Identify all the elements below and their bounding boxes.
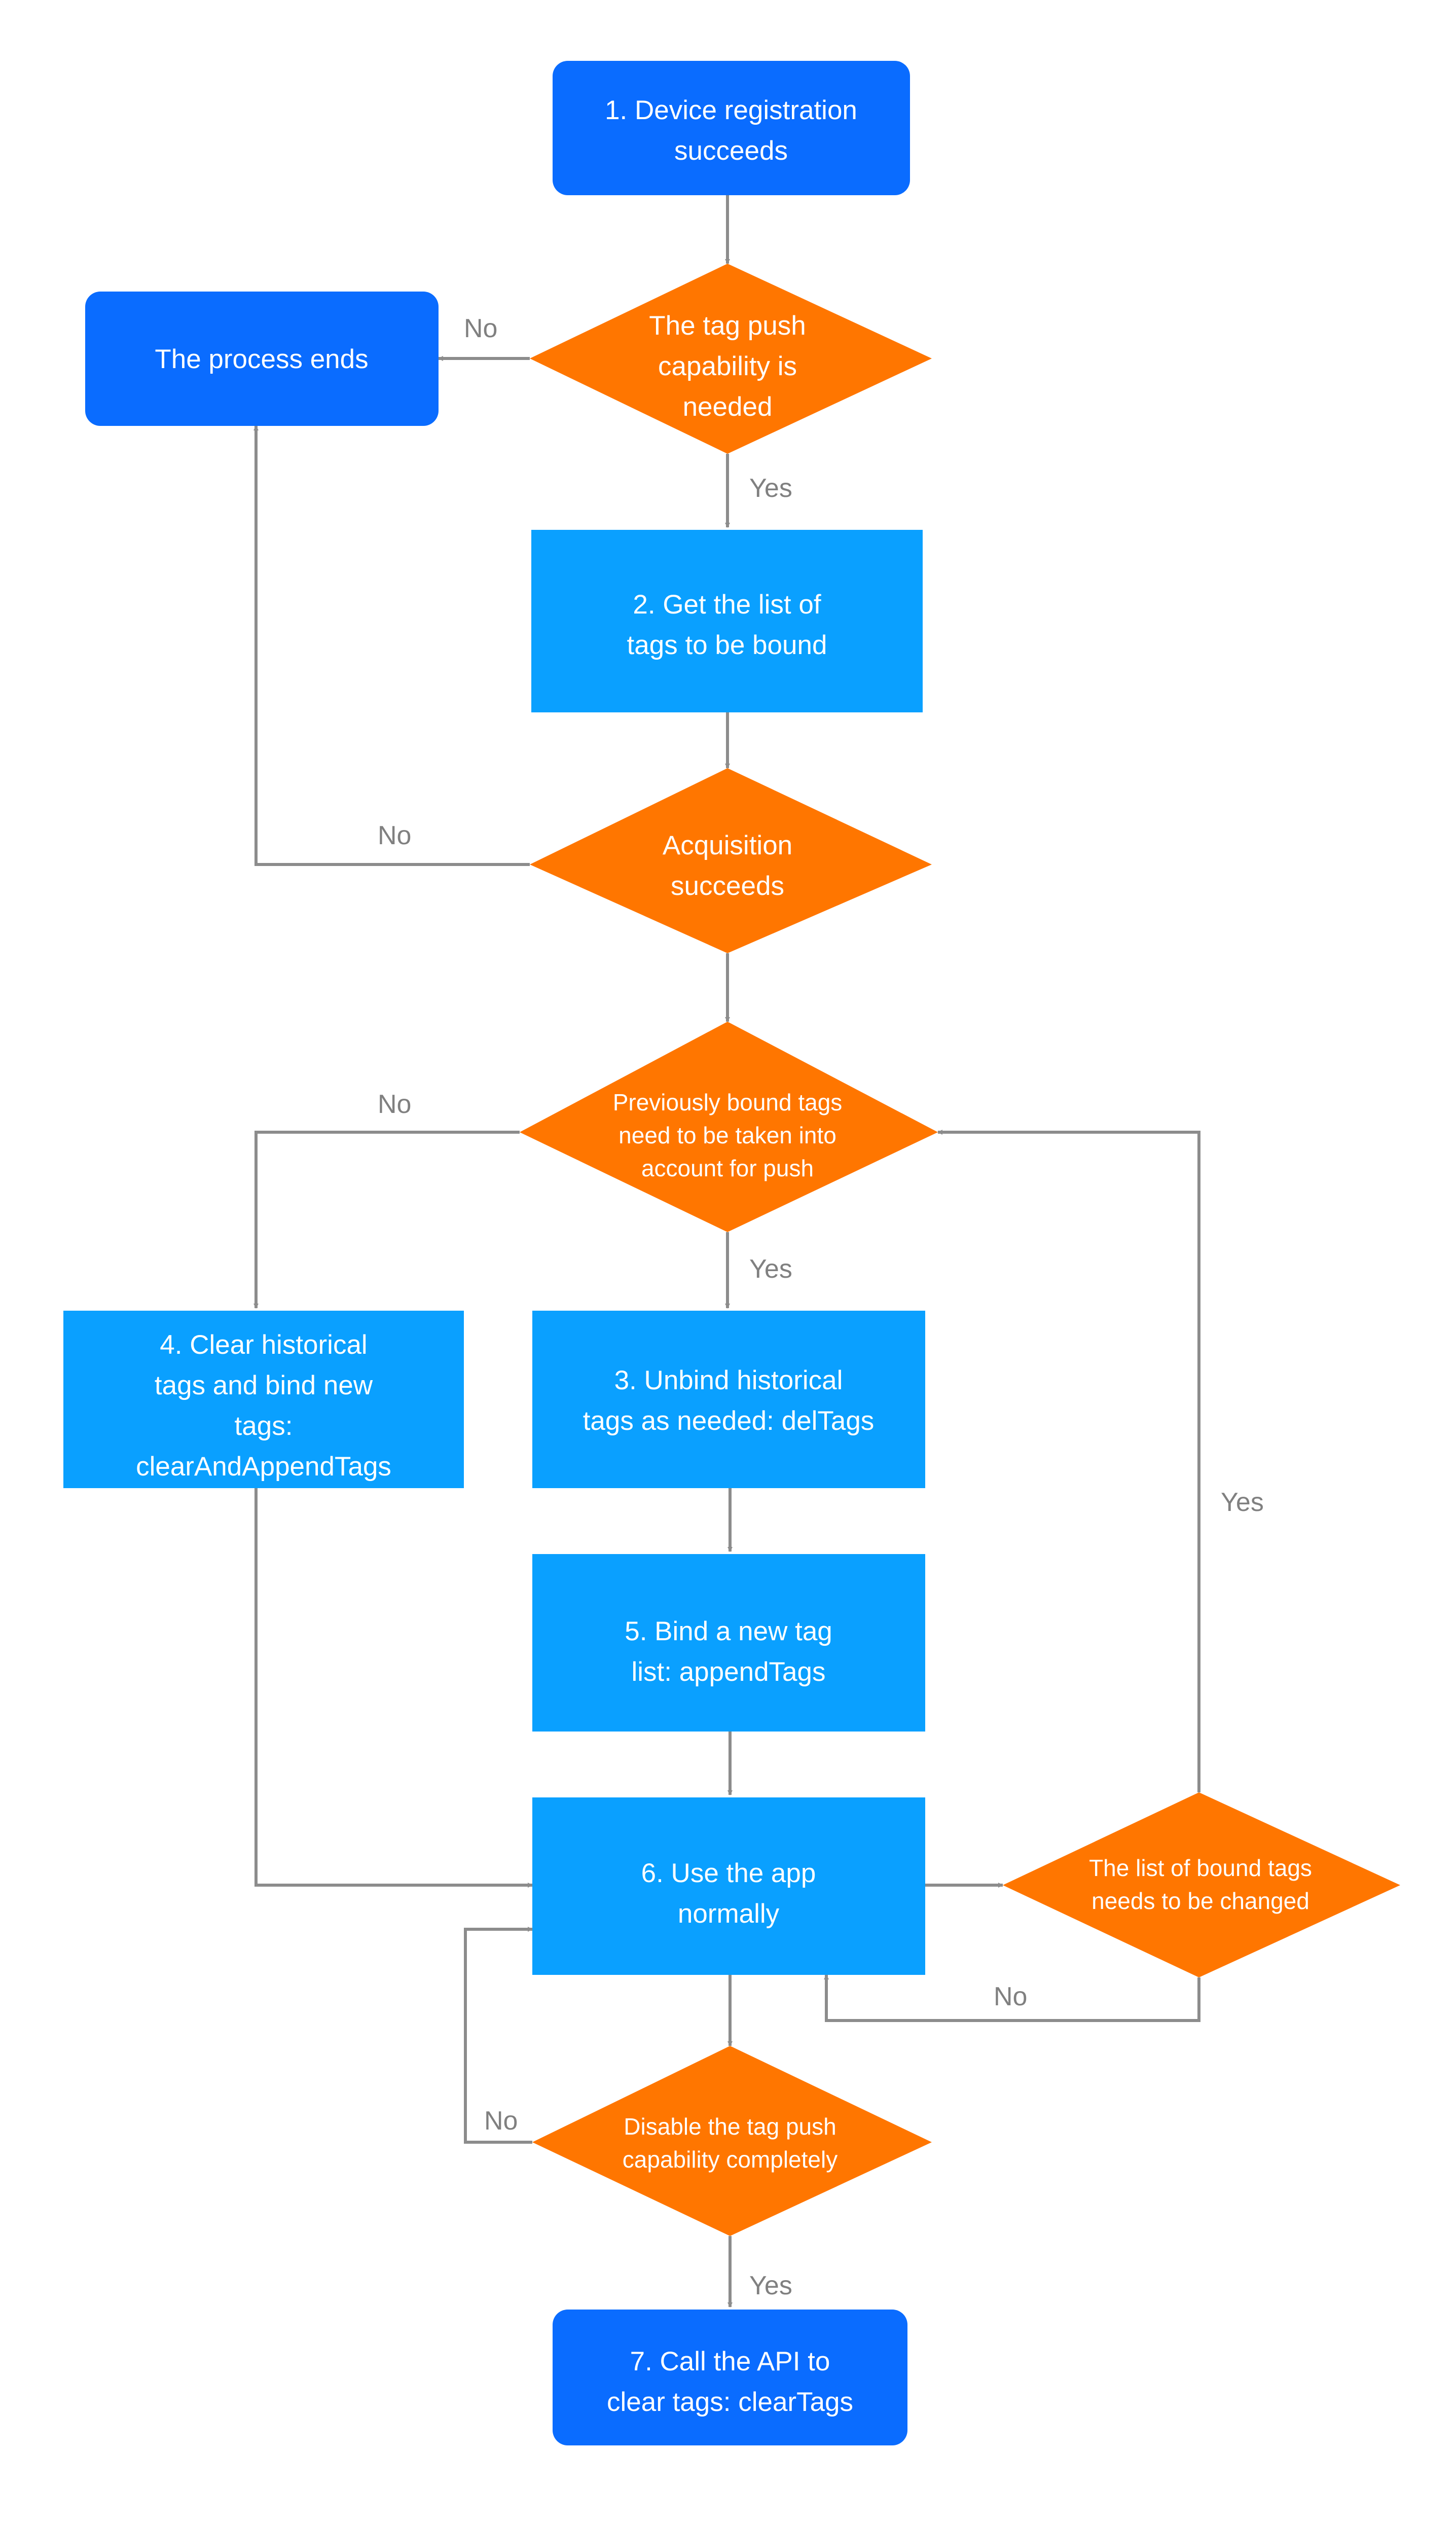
node-bind-new-line-2: list: appendTags [631,1657,825,1687]
node-decision-previous-line-1: Previously bound tags [613,1089,843,1115]
node-bind-new-line-1: 5. Bind a new tag [625,1616,832,1646]
node-get-list-line-1: 2. Get the list of [633,590,821,620]
edge-changed-yes [937,1130,1200,1792]
node-decision-changed-line-2: needs to be changed [1091,1888,1309,1914]
node-decision-previous-line-3: account for push [641,1155,814,1181]
edge-acquisition-no [253,425,530,866]
node-use-app: 6. Use the app normally [532,1797,925,1975]
node-decision-disable: Disable the tag push capability complete… [532,2046,932,2236]
edge-clear-append-to-use-app [254,1488,533,1888]
node-clear-and-append-line-1: 4. Clear historical [160,1330,367,1360]
node-clear-and-append-line-4: clearAndAppendTags [136,1452,391,1482]
node-clear-tags: 7. Call the API to clear tags: clearTags [553,2310,907,2445]
node-decision-need-tags: The tag push capability is needed [530,264,932,454]
node-decision-changed-line-1: The list of bound tags [1089,1855,1312,1881]
node-get-list-line-2: tags to be bound [627,630,827,660]
node-decision-disable-line-2: capability completely [623,2146,838,2173]
label-disable-yes: Yes [749,2271,792,2300]
node-clear-tags-line-1: 7. Call the API to [630,2347,830,2376]
edge-disable-no [464,1927,533,2144]
label-previous-yes: Yes [749,1254,792,1284]
node-decision-previous: Previously bound tags need to be taken i… [520,1022,938,1232]
label-need-tags-no: No [464,314,497,343]
node-unbind-line-2: tags as needed: delTags [583,1406,875,1436]
node-unbind: 3. Unbind historical tags as needed: del… [532,1311,925,1488]
edge-previous-no [253,1131,520,1309]
label-changed-yes: Yes [1221,1488,1264,1517]
edge-labels: No Yes No No Yes Yes No No Yes [378,314,1264,2300]
label-disable-no: No [484,2106,518,2136]
label-changed-no: No [994,1982,1027,2011]
node-decision-previous-line-2: need to be taken into [618,1122,836,1148]
edge-changed-no [824,1974,1200,2022]
node-bind-new: 5. Bind a new tag list: appendTags [532,1554,925,1732]
node-start: 1. Device registration succeeds [553,61,910,195]
node-decision-acquisition-line-1: Acquisition [663,831,792,860]
node-decision-disable-line-1: Disable the tag push [624,2113,836,2140]
node-clear-and-append-line-3: tags: [235,1411,293,1441]
node-decision-acquisition: Acquisition succeeds [530,768,932,953]
node-decision-acquisition-line-2: succeeds [671,871,784,901]
edges [253,195,1200,2307]
node-clear-and-append: 4. Clear historical tags and bind new ta… [63,1311,464,1488]
node-decision-need-tags-line-3: needed [683,392,773,422]
node-start-line-2: succeeds [674,136,788,166]
node-start-line-1: 1. Device registration [605,95,857,125]
node-use-app-line-2: normally [678,1899,780,1929]
node-process-ends-line-1: The process ends [155,344,368,374]
node-decision-need-tags-line-2: capability is [658,351,797,381]
label-previous-no: No [378,1090,411,1119]
node-clear-tags-line-2: clear tags: clearTags [607,2387,853,2417]
node-clear-and-append-line-2: tags and bind new [155,1371,373,1400]
node-process-ends: The process ends [85,292,439,426]
node-use-app-line-1: 6. Use the app [641,1858,816,1888]
node-get-list: 2. Get the list of tags to be bound [531,530,923,712]
node-decision-changed: The list of bound tags needs to be chang… [1003,1792,1400,1977]
label-need-tags-yes: Yes [749,474,792,503]
node-unbind-line-1: 3. Unbind historical [614,1365,843,1395]
node-decision-need-tags-line-1: The tag push [649,311,806,341]
label-acquisition-no: No [378,821,411,850]
